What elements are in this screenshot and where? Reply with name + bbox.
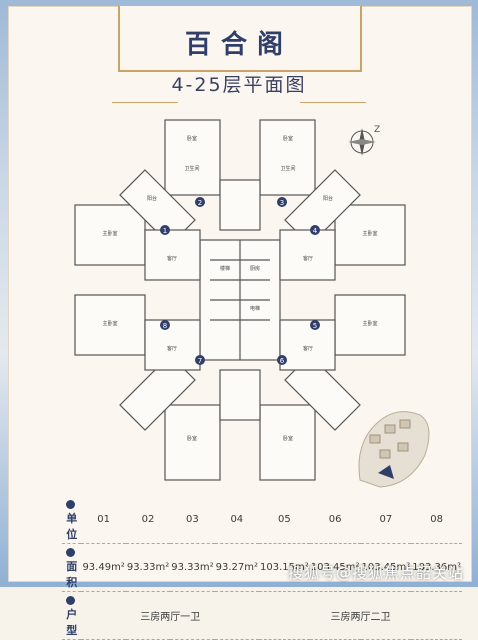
room-label: 客厅	[167, 255, 177, 262]
room-label: 客厅	[303, 255, 313, 262]
unit-number-2: 2	[198, 199, 202, 207]
type-cell: 三房两厅一卫	[81, 591, 259, 640]
room-label: 楼梯	[220, 265, 230, 272]
watermark: 搜狐号@搜狐焦点韶关站	[287, 564, 464, 582]
unit-cell: 07	[360, 496, 412, 544]
unit-icon	[65, 499, 75, 509]
room-label: 卧室	[187, 135, 197, 142]
unit-cell: 03	[170, 496, 215, 544]
room-label: 主卧室	[362, 320, 377, 327]
area-cell: 103.36m²	[411, 543, 462, 592]
page-subtitle: 4-25层平面图	[171, 74, 307, 96]
table-row-unit: 单位 01 02 03 04 05 06 07 08	[62, 496, 462, 544]
room-label: 客厅	[167, 345, 177, 352]
area-cell: 103.15m²	[259, 543, 310, 592]
room-label: 卧室	[187, 435, 197, 442]
room-label: 卫生间	[184, 165, 199, 172]
unit-number-6: 6	[280, 357, 285, 365]
unit-cell: 01	[81, 496, 126, 544]
page-title: 百合阁	[184, 30, 293, 60]
area-cell: 93.33m²	[125, 543, 171, 592]
room-label: 主卧室	[102, 320, 117, 327]
type-icon	[65, 595, 75, 605]
unit-number-1: 1	[163, 227, 167, 235]
unit-number-5: 5	[313, 322, 317, 330]
room-label: 主卧室	[102, 230, 117, 237]
table-row-type: 户型 三房两厅一卫 三房两厅二卫	[62, 591, 462, 640]
area-cell: 93.27m²	[214, 543, 259, 592]
room-label: 卧室	[283, 135, 293, 142]
room-label: 厨房	[250, 265, 260, 272]
area-cell: 93.49m²	[81, 543, 126, 592]
unit-number-4: 4	[313, 227, 318, 235]
unit-number-7: 7	[198, 357, 202, 365]
floor-plan: 1 2 3 4 5 6 7 8 卧室 卧室 卫生间 卫生间 主卧室 主卧室 主卧…	[74, 119, 406, 481]
unit-cell: 02	[125, 496, 171, 544]
room-label: 阳台	[147, 195, 157, 202]
unit-number-8: 8	[163, 322, 167, 330]
divider-right	[300, 102, 366, 103]
table-row-area: 面积 93.49m² 93.33m² 93.33m² 93.27m² 103.1…	[62, 543, 462, 592]
area-icon	[65, 547, 75, 557]
divider-left	[112, 102, 178, 103]
room-label: 卫生间	[280, 165, 295, 172]
site-plan-icon	[358, 411, 430, 488]
unit-cell: 08	[411, 496, 462, 544]
svg-text:Z: Z	[374, 125, 380, 135]
area-cell: 103.45m²	[309, 543, 361, 592]
room-label: 主卧室	[362, 230, 377, 237]
room-label: 客厅	[303, 345, 313, 352]
compass-icon: Z	[348, 125, 380, 156]
area-cell: 93.33m²	[170, 543, 215, 592]
room-label: 阳台	[323, 195, 333, 202]
unit-cell: 04	[214, 496, 259, 544]
unit-cell: 05	[259, 496, 310, 544]
unit-cell: 06	[309, 496, 361, 544]
room-label: 卧室	[283, 435, 293, 442]
title-frame	[118, 6, 362, 72]
unit-number-3: 3	[280, 199, 284, 207]
type-cell: 三房两厅二卫	[259, 591, 462, 640]
room-label: 电梯	[250, 305, 260, 312]
